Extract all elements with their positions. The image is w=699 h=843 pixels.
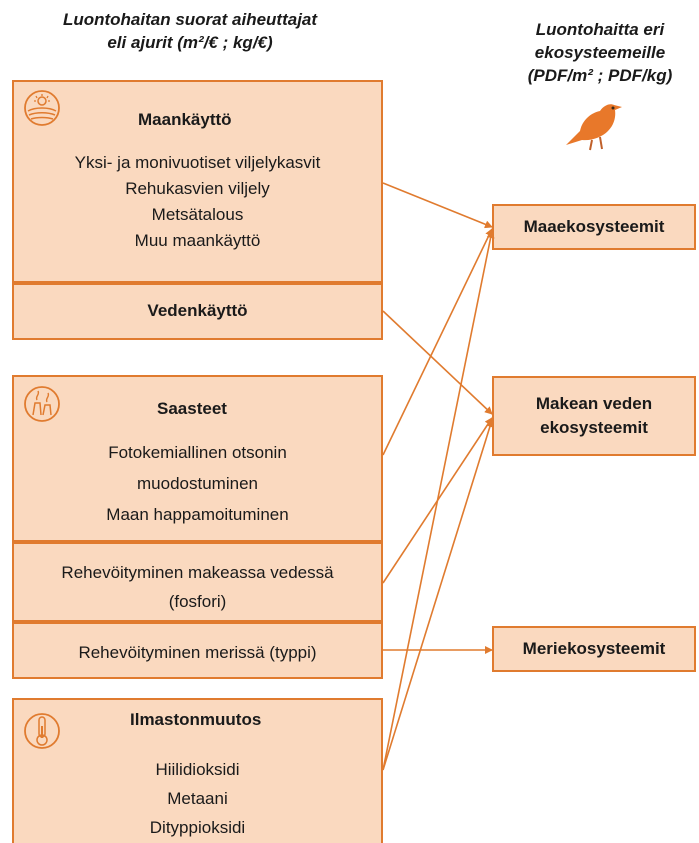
marine-ecosystems-box: Meriekosysteemit: [492, 626, 696, 672]
impact-header-line3: (PDF/m² ; PDF/kg): [527, 66, 673, 85]
pollution-item: muodostuminen: [137, 474, 258, 493]
freshwater-ecosystems-box: Makean veden ekosysteemit: [492, 376, 696, 456]
drivers-header: Luontohaitan suorat aiheuttajat eli ajur…: [20, 8, 360, 54]
climate-title: Ilmastonmuutos: [130, 710, 262, 729]
eutrophication-freshwater-box: Rehevöityminen makeassa vedessä (fosfori…: [12, 542, 383, 622]
marine-ecosystems-label: Meriekosysteemit: [522, 639, 666, 658]
arrow-water-to-freshwater: [382, 310, 493, 415]
landscape-sun-icon: [24, 90, 60, 126]
bird-icon: [566, 104, 622, 151]
climate-item: Hiilidioksidi: [155, 760, 240, 779]
freshwater-ecosystems-line1: Makean veden: [535, 394, 653, 413]
pollution-items: Fotokemiallinen otsonin muodostuminen Ma…: [14, 437, 381, 530]
climate-box: Ilmastonmuutos Hiilidioksidi Metaani Dit…: [12, 698, 383, 843]
drivers-header-line2: eli ajurit (m²/€ ; kg/€): [107, 33, 273, 52]
pollution-item: Fotokemiallinen otsonin: [108, 443, 287, 462]
eutrophication-marine-box: Rehevöityminen merissä (typpi): [12, 622, 383, 679]
factory-smoke-icon: [24, 386, 60, 422]
climate-items: Hiilidioksidi Metaani Dityppioksidi: [14, 755, 381, 842]
pollution-box: Saasteet Fotokemiallinen otsonin muodost…: [12, 375, 383, 542]
arrow-climate-to-freshwater: [382, 419, 494, 771]
pollution-item: Maan happamoituminen: [106, 505, 289, 524]
land-use-item: Yksi- ja monivuotiset viljelykasvit: [74, 153, 321, 172]
climate-item: Dityppioksidi: [149, 818, 246, 837]
eutrophication-marine-label: Rehevöityminen merissä (typpi): [78, 643, 317, 662]
thermometer-icon: [24, 713, 60, 749]
water-use-title: Vedenkäyttö: [147, 301, 248, 320]
terrestrial-ecosystems-box: Maaekosysteemit: [492, 204, 696, 250]
freshwater-ecosystems-line2: ekosysteemit: [540, 418, 648, 437]
land-use-item: Metsätalous: [151, 205, 244, 224]
arrow-land-to-terrestrial: [382, 182, 493, 229]
land-use-box: Maankäyttö Yksi- ja monivuotiset viljely…: [12, 80, 383, 283]
water-use-box: Vedenkäyttö: [12, 283, 383, 340]
arrow-climate-to-terrestrial: [382, 230, 495, 771]
terrestrial-ecosystems-label: Maaekosysteemit: [523, 217, 665, 236]
land-use-items: Yksi- ja monivuotiset viljelykasvit Rehu…: [14, 150, 381, 254]
eutrophication-freshwater-line1: Rehevöityminen makeassa vedessä: [61, 563, 334, 582]
land-use-title: Maankäyttö: [138, 110, 232, 129]
arrow-pollution-to-terrestrial: [382, 228, 493, 456]
drivers-header-line1: Luontohaitan suorat aiheuttajat: [62, 10, 318, 29]
impact-header: Luontohaitta eri ekosysteemeille (PDF/m²…: [505, 18, 695, 87]
land-use-item: Muu maankäyttö: [134, 231, 261, 250]
impact-header-line1: Luontohaitta eri: [535, 20, 665, 39]
impact-header-line2: ekosysteemeille: [534, 43, 666, 62]
pollution-title: Saasteet: [157, 399, 227, 418]
land-use-item: Rehukasvien viljely: [125, 179, 270, 198]
climate-item: Metaani: [167, 789, 228, 808]
eutrophication-freshwater-line2: (fosfori): [168, 592, 227, 611]
